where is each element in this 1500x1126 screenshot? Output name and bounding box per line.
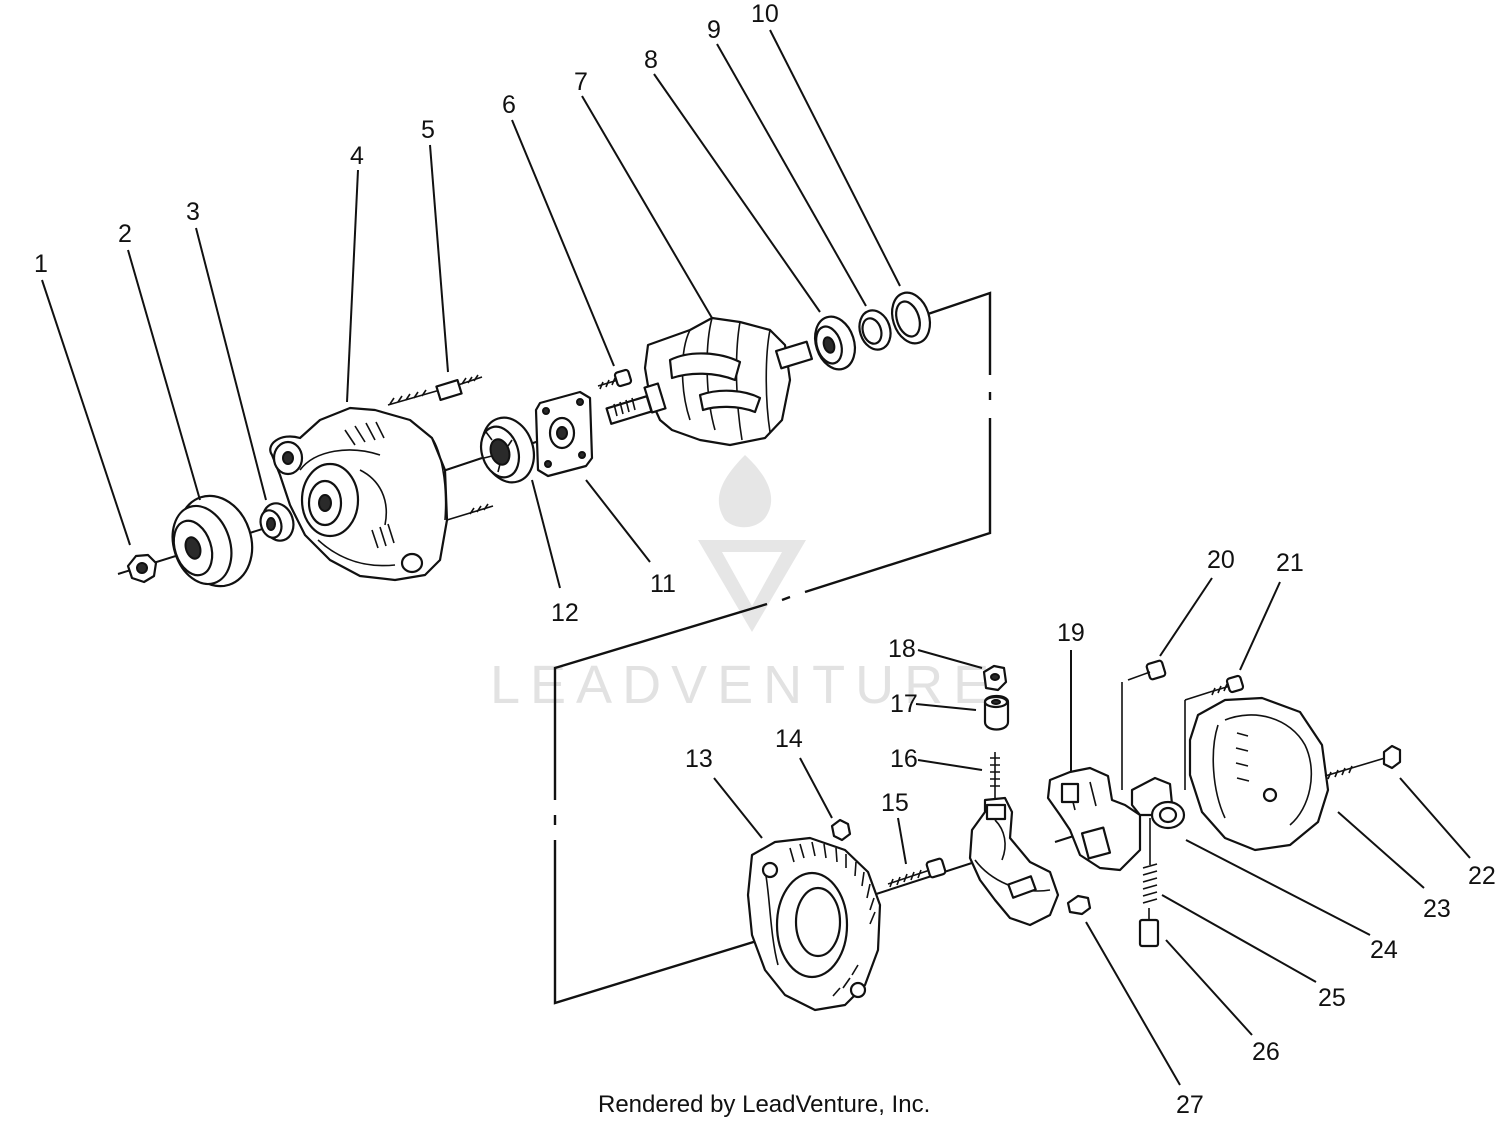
- part-21-screw: [1184, 674, 1245, 790]
- callout-16: 16: [890, 745, 918, 773]
- callout-18: 18: [888, 635, 916, 663]
- v-logo-icon: [698, 540, 806, 632]
- callout-27: 27: [1176, 1091, 1204, 1119]
- flame-logo-icon: [718, 455, 772, 528]
- part-11-retainer-plate: [534, 390, 594, 478]
- part-25-spring: [1142, 818, 1158, 904]
- part-24-brush-holder: [1130, 776, 1186, 830]
- part-10-ring: [890, 291, 932, 345]
- callout-12: 12: [551, 599, 579, 627]
- part-23-rear-cover: [1188, 696, 1330, 852]
- callout-25: 25: [1318, 984, 1346, 1012]
- footer-credit: Rendered by LeadVenture, Inc.: [598, 1091, 930, 1118]
- part-12-bearing: [479, 416, 535, 484]
- part-18-nut: [982, 664, 1008, 692]
- callout-20: 20: [1207, 546, 1235, 574]
- callout-26: 26: [1252, 1038, 1280, 1066]
- callout-15: 15: [881, 789, 909, 817]
- callout-1: 1: [34, 250, 48, 278]
- callout-labels: 1 2 3 4 5 6 7 8 9 10 11 12 13 14 15 16 1…: [34, 0, 1496, 1119]
- part-22-bolt: [1324, 744, 1402, 780]
- part-7-rotor: [605, 316, 814, 447]
- explosion-frame: [553, 291, 992, 1005]
- callout-8: 8: [644, 46, 658, 74]
- part-14-nut: [830, 818, 852, 842]
- part-20-screw: [1121, 659, 1167, 790]
- part-1-nut: [126, 553, 158, 584]
- callout-13: 13: [685, 745, 713, 773]
- part-15-bolt: [887, 857, 947, 888]
- part-19-regulator: [1046, 766, 1142, 872]
- part-4-drive-end-frame: [269, 406, 449, 582]
- callout-22: 22: [1468, 862, 1496, 890]
- callout-4: 4: [350, 142, 364, 170]
- callout-21: 21: [1276, 549, 1304, 577]
- part-6-screw: [597, 368, 633, 390]
- callout-9: 9: [707, 16, 721, 44]
- callout-24: 24: [1370, 936, 1398, 964]
- part-27-screw: [1066, 894, 1092, 916]
- callout-10: 10: [751, 0, 779, 28]
- leader-lines: [41, 29, 1471, 1086]
- callout-3: 3: [186, 198, 200, 226]
- callout-2: 2: [118, 220, 132, 248]
- part-3-spacer: [259, 502, 295, 542]
- callout-14: 14: [775, 725, 803, 753]
- part-2-pulley: [171, 494, 254, 588]
- callout-7: 7: [574, 68, 588, 96]
- part-5-through-bolts: [387, 374, 494, 521]
- watermark: LEADVENTURE: [490, 455, 999, 715]
- callout-19: 19: [1057, 619, 1085, 647]
- callout-17: 17: [890, 690, 918, 718]
- callout-23: 23: [1423, 895, 1451, 923]
- part-9-ring: [858, 309, 892, 351]
- part-13-rear-frame: [746, 836, 882, 1012]
- callout-6: 6: [502, 91, 516, 119]
- part-17-insulator: [983, 694, 1010, 731]
- callout-5: 5: [421, 116, 435, 144]
- watermark-text: LEADVENTURE: [490, 655, 999, 715]
- callout-11: 11: [650, 570, 676, 598]
- part-8-bearing: [813, 315, 857, 371]
- part-16-terminal-and-rectifier: [968, 752, 1060, 927]
- part-26-brush: [1138, 908, 1160, 948]
